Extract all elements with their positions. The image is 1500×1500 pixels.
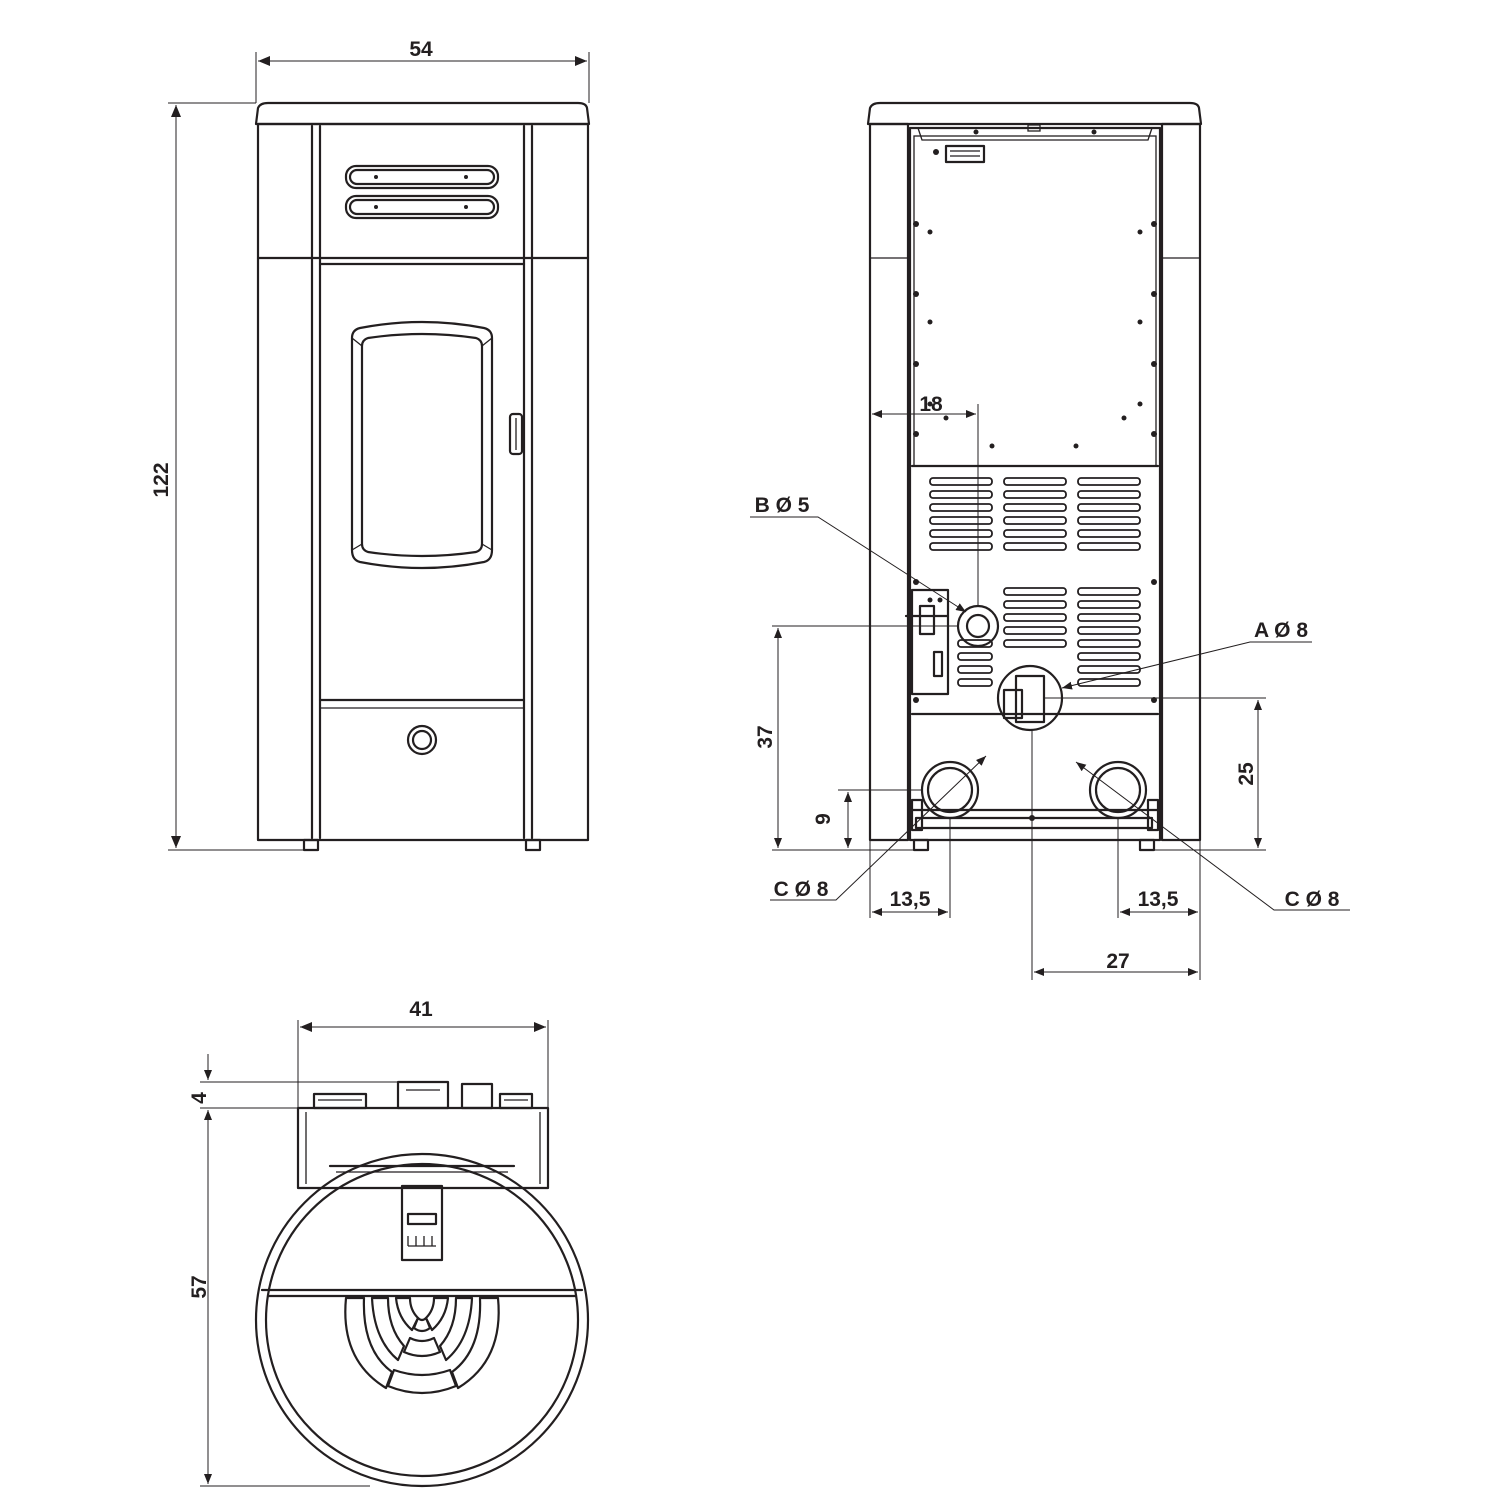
front-width-label: 54	[409, 38, 433, 61]
rear-dim-9-label: 9	[812, 813, 835, 825]
rear-leader-b	[750, 516, 967, 613]
top-control-panel	[400, 1184, 444, 1262]
rear-left-column	[868, 122, 910, 842]
front-door-window	[350, 320, 494, 570]
rear-label-b: B Ø 5	[755, 494, 810, 517]
rear-top-cap	[866, 101, 1203, 126]
rear-right-column	[1160, 122, 1202, 842]
rear-dim-13-5-right-label: 13,5	[1138, 888, 1179, 911]
top-grille	[344, 1296, 500, 1395]
top-connector-a	[396, 1080, 450, 1110]
front-grille-slot-2	[344, 194, 500, 220]
rear-dim-27-label: 27	[1106, 950, 1129, 973]
top-rear-box	[296, 1106, 550, 1190]
rear-leader-a	[1061, 641, 1312, 690]
front-foot-right	[524, 838, 542, 852]
front-view: 54 122	[150, 38, 591, 852]
rear-leader-c-left	[770, 755, 987, 901]
rear-electrical-box	[910, 588, 950, 696]
top-connector-c-right	[498, 1092, 534, 1110]
rear-dim-18-label: 18	[919, 393, 943, 416]
front-top-cap	[254, 101, 591, 126]
rear-back-panel	[908, 126, 1162, 842]
rear-label-c-left: C Ø 8	[774, 878, 829, 901]
rear-dim-13-5-left-label: 13,5	[890, 888, 931, 911]
front-drawer-knob	[406, 724, 438, 756]
rear-foot-left	[912, 838, 930, 852]
top-connector-c-left	[312, 1092, 368, 1110]
rear-dim-25-label: 25	[1235, 762, 1258, 786]
rear-data-plate	[944, 144, 986, 164]
top-connector-b	[460, 1082, 494, 1110]
top-view: 41 4 57	[188, 998, 590, 1488]
front-door-handle	[508, 412, 524, 456]
top-depth-label: 57	[188, 1275, 211, 1298]
top-width-label: 41	[409, 998, 433, 1021]
rear-dim-37-label: 37	[754, 725, 777, 748]
rear-foot-right	[1138, 838, 1156, 852]
rear-label-c-right: C Ø 8	[1285, 888, 1340, 911]
rear-panel-screws	[913, 129, 1157, 821]
rear-vent-lower	[957, 587, 1141, 687]
rear-label-a: A Ø 8	[1254, 619, 1308, 642]
top-round-body	[254, 1152, 590, 1488]
front-grille-slot-1	[344, 164, 500, 190]
front-body	[256, 122, 590, 842]
front-foot-left	[302, 838, 320, 852]
rear-leader-c-right	[1075, 761, 1350, 911]
rear-view: 18 B Ø 5 A Ø 8 37 9 25 C Ø 8 C Ø 8 13,5	[750, 101, 1350, 980]
rear-vent-upper	[929, 477, 1141, 551]
front-height-label: 122	[150, 462, 173, 497]
top-depth-small-label: 4	[188, 1092, 211, 1104]
